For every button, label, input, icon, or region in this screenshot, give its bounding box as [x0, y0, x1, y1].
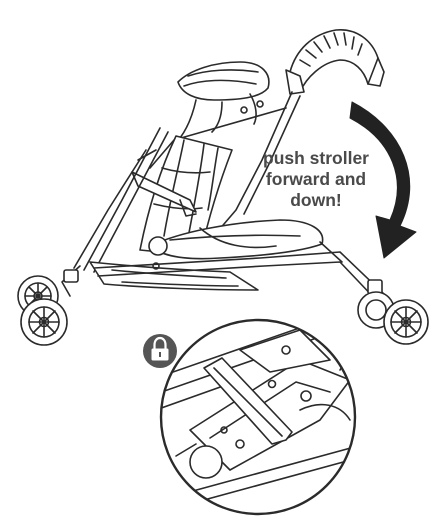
handle-grip [285, 29, 385, 95]
instruction-line-2: forward and [265, 169, 367, 189]
lock-icon [143, 334, 177, 368]
curved-arrow-down-icon [349, 101, 417, 259]
lower-frame [93, 251, 387, 297]
instruction-line-3: down! [290, 190, 342, 210]
fold-latch-detail [159, 318, 357, 516]
fold-instruction-text: push stroller forward and down! [242, 148, 390, 211]
fold-hinge [148, 236, 168, 256]
rear-wheels [17, 265, 81, 346]
instruction-line-1: push stroller [263, 148, 369, 168]
basket [89, 261, 259, 291]
stroller-illustration [17, 29, 429, 346]
front-wheels [357, 279, 429, 345]
front-leg-tube [83, 127, 161, 271]
canopy [177, 61, 270, 139]
